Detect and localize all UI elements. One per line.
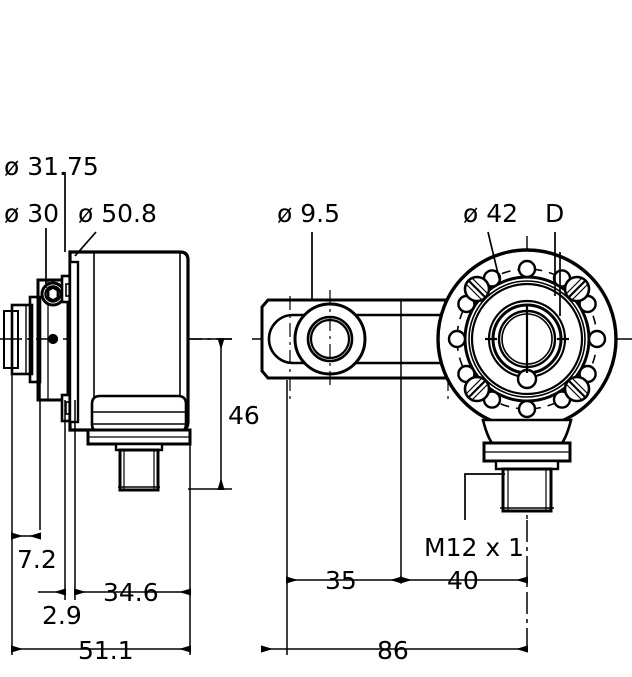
label-m12: M12 x 1 xyxy=(424,533,524,562)
dim-46 xyxy=(188,338,232,490)
dim-label-40: 40 xyxy=(447,566,479,595)
clamp-screws xyxy=(463,275,591,403)
shaft-stub xyxy=(3,295,42,384)
label-code-d: D xyxy=(545,199,564,228)
dim-extensions-left xyxy=(11,374,191,655)
leader-m12 xyxy=(464,473,505,520)
front-view-leaders xyxy=(311,231,561,520)
dim-label-7-2: 7.2 xyxy=(17,545,57,574)
dim-label-46: 46 xyxy=(228,401,260,430)
label-d-42: ø 42 xyxy=(463,199,518,228)
dim-label-34-6: 34.6 xyxy=(103,578,159,607)
front-view xyxy=(252,231,632,520)
encoder-flange-front xyxy=(436,248,618,430)
dim-label-51-1: 51.1 xyxy=(78,636,134,665)
connector-housing-front xyxy=(481,418,573,513)
leader-d42 xyxy=(487,231,501,283)
label-d-31-75: ø 31.75 xyxy=(4,152,99,181)
label-d-50-8: ø 50.8 xyxy=(78,199,157,228)
label-d-9-5: ø 9.5 xyxy=(277,199,340,228)
tether-arm-front xyxy=(260,290,473,400)
dim-label-35: 35 xyxy=(325,566,357,595)
tether-arm-side xyxy=(36,278,70,402)
side-view-leaders xyxy=(45,172,97,288)
side-view xyxy=(0,250,232,492)
dim-label-2-9: 2.9 xyxy=(42,601,82,630)
connector-housing-side xyxy=(86,394,192,446)
leader-d50-8 xyxy=(74,231,97,257)
dim-label-86: 86 xyxy=(377,636,409,665)
dim-extensions-right xyxy=(286,300,528,655)
m12-connector-side xyxy=(114,442,164,492)
label-d-30: ø 30 xyxy=(4,199,59,228)
